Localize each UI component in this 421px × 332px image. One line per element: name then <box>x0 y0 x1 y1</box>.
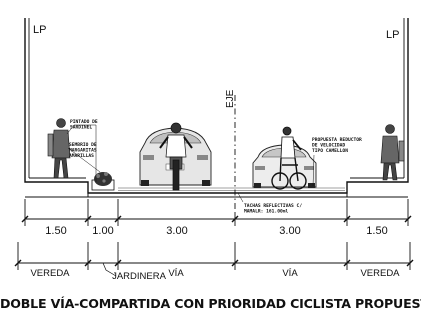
zone-vereda-right: VEREDA <box>360 268 400 279</box>
dimension-via-left: 3.00 <box>166 225 187 237</box>
section-outline <box>24 18 409 198</box>
dimension-line <box>21 199 412 226</box>
dimension-vereda-right: 1.50 <box>366 225 387 237</box>
dimension-vereda-left: 1.50 <box>45 225 66 237</box>
road-surface <box>118 187 345 191</box>
dimension-jardinera: 1.00 <box>92 225 113 237</box>
dimension-via-right: 3.00 <box>279 225 300 237</box>
drawing-caption: DOBLE VÍA-COMPARTIDA CON PRIORIDAD CICLI… <box>0 296 421 311</box>
zone-line <box>14 242 414 277</box>
cyclist-left-figure <box>159 122 193 191</box>
pedestrian-right-figure <box>380 124 405 181</box>
pedestrian-left-figure <box>47 118 71 179</box>
cyclist-right-figure <box>271 126 307 190</box>
zone-vereda-left: VEREDA <box>30 268 70 279</box>
zone-via-left: VÍA <box>168 268 184 279</box>
property-line-label-right: LP <box>386 29 399 41</box>
property-line-label-left: LP <box>33 24 46 36</box>
svg-text:TACHAS REFLECTIVAS C/MAMALR: 1: TACHAS REFLECTIVAS C/MAMALR: 161.00ml <box>244 203 302 215</box>
center-axis-label: EJE <box>225 89 236 108</box>
zone-jardinera: JARDINERA <box>112 271 167 282</box>
callout-tachas-reflectivas: TACHAS REFLECTIVAS C/MAMALR: 161.00ml <box>237 192 302 215</box>
planter-shrub <box>91 172 115 191</box>
zone-via-right: VÍA <box>282 268 298 279</box>
